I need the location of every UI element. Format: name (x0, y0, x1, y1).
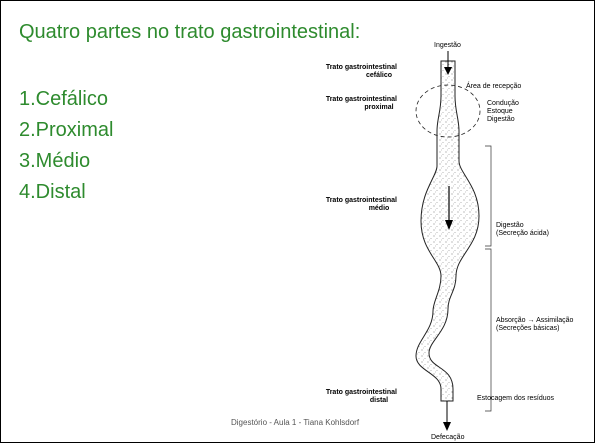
label-proximal-line2: proximal (364, 104, 393, 111)
flow-arrowhead (445, 220, 453, 230)
absorption-bracket (485, 248, 492, 412)
proximal-region-outline (415, 84, 481, 138)
ingestion-label: Ingestão (434, 42, 461, 49)
label-proximal-line1: Trato gastrointestinal (326, 96, 397, 103)
list-item-proximal: 2.Proximal (19, 119, 114, 141)
label-recepcao: Área de recepção (466, 81, 521, 90)
label-digestao-2: (Secreção ácida) (496, 230, 549, 237)
label-estocagem: Estocagem dos resíduos (477, 395, 555, 402)
label-conducao-2: Estoque (487, 108, 513, 115)
label-medio-line2: médio (369, 205, 390, 212)
label-cefalico-line1: Trato gastrointestinal (326, 64, 397, 71)
defecation-arrowhead (443, 422, 451, 431)
label-medio-line1: Trato gastrointestinal (326, 197, 397, 204)
label-cefalico-line2: cefálico (366, 72, 392, 79)
ingestion-arrowhead (444, 67, 452, 75)
list-item-cefalico: 1.Cefálico (19, 88, 108, 110)
slide-title: Quatro partes no trato gastrointestinal: (19, 21, 361, 43)
label-conducao-3: Digestão (487, 116, 515, 123)
gi-tract-tube (415, 60, 480, 402)
list-item-medio: 3.Médio (19, 150, 91, 172)
label-distal-line1: Trato gastrointestinal (326, 389, 397, 396)
list-item-distal: 4.Distal (19, 181, 86, 203)
slide-footer: Digestório - Aula 1 - Tiana Kohlsdorf (231, 418, 360, 427)
label-digestao-1: Digestão (496, 222, 524, 229)
label-distal-line2: distal (370, 397, 388, 404)
label-conducao-1: Condução (487, 100, 519, 107)
label-absorcao-2: (Secreções básicas) (496, 325, 559, 332)
parts-list: 1.Cefálico 2.Proximal 3.Médio 4.Distal (19, 84, 113, 208)
defecation-label: Defecação (431, 434, 465, 441)
label-absorcao-1: Absorção → Assimilação (496, 317, 574, 324)
digestion-bracket (485, 145, 492, 247)
